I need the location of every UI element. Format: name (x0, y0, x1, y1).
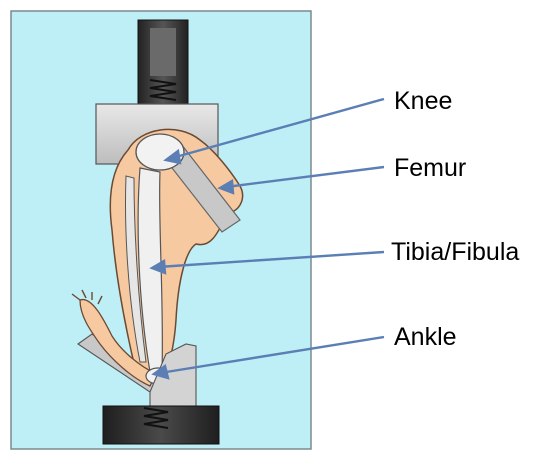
femur-label: Femur (394, 156, 466, 181)
ankle-label: Ankle (394, 325, 457, 350)
knee-label: Knee (394, 89, 452, 114)
top-clamp-inner (150, 28, 176, 76)
tibia-fibula-label: Tibia/Fibula (391, 240, 519, 265)
